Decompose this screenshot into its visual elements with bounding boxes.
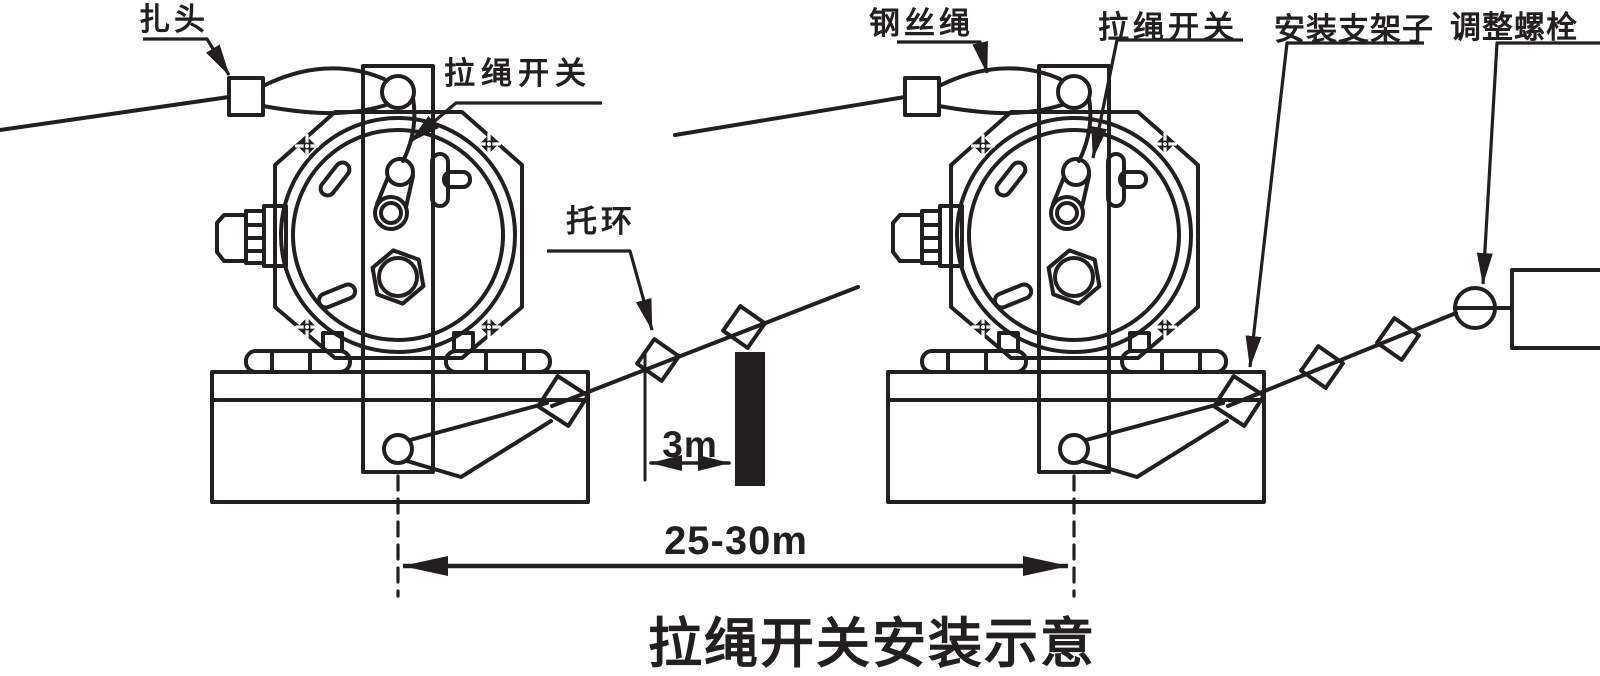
dimension-3m: 3m xyxy=(662,424,718,465)
right-switch-device xyxy=(888,66,1264,596)
right-wire-and-bracket xyxy=(1226,268,1600,408)
label-pull-rope-switch-left: 拉绳开关 xyxy=(444,56,592,91)
left-switch-device xyxy=(212,66,588,596)
diagram-title: 拉绳开关安装示意图 xyxy=(648,614,1096,674)
wire-rope-incoming xyxy=(0,95,907,137)
dimension-25-30m: 25-30m xyxy=(664,519,808,563)
left-wire-and-rings xyxy=(550,285,860,486)
label-adjusting-bolt: 调整螺栓 xyxy=(1450,10,1578,45)
label-mounting-bracket: 安装支架子 xyxy=(1274,12,1434,47)
callout-leader-lines xyxy=(143,37,1600,368)
label-pull-rope-switch-right: 拉绳开关 xyxy=(1098,10,1238,45)
label-support-ring: 托环 xyxy=(566,204,636,239)
label-steel-wire-rope: 钢丝绳 xyxy=(869,6,974,41)
label-tie-head: 扎头 xyxy=(139,2,209,37)
